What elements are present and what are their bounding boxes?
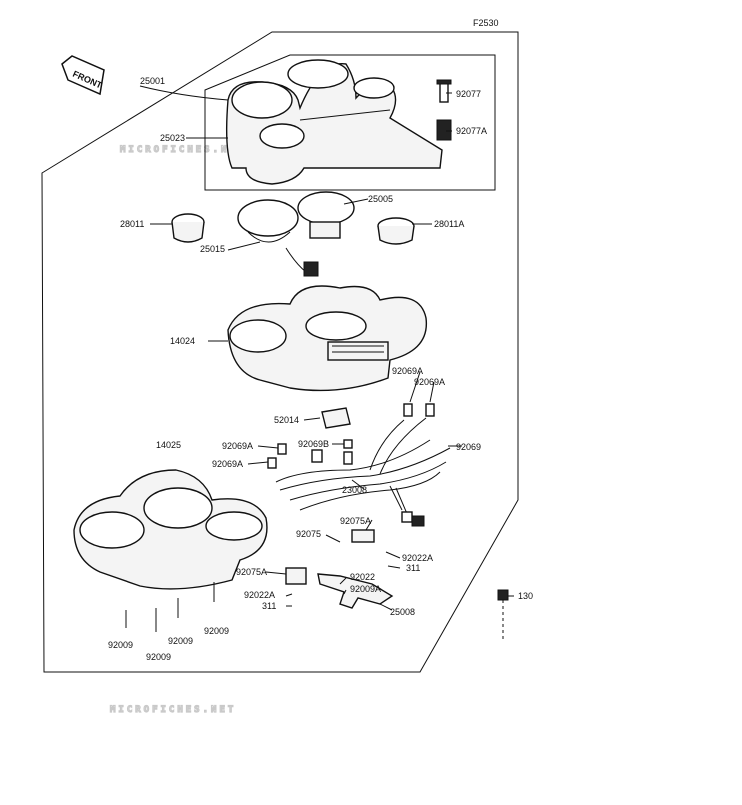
- tachometer: [297, 191, 355, 239]
- label-25001: 25001: [140, 76, 165, 86]
- label-92069A-4: 92069A: [212, 459, 243, 469]
- label-23008: 23008: [342, 485, 367, 495]
- label-28011A: 28011A: [434, 219, 464, 229]
- label-92009A: 92009A: [350, 584, 381, 594]
- meter-case-28011A: [377, 217, 415, 245]
- label-92075: 92075: [296, 529, 321, 539]
- meter-case-upper: [227, 285, 428, 392]
- gauge-connector: [285, 247, 319, 277]
- bulb-sockets: [267, 439, 353, 469]
- meter-bracket: [285, 529, 394, 609]
- label-130: 130: [518, 591, 533, 601]
- label-92009-1: 92009: [108, 640, 133, 650]
- label-25005: 25005: [368, 194, 393, 204]
- label-25023: 25023: [160, 133, 185, 143]
- label-14025: 14025: [156, 440, 181, 450]
- screw-92077: [436, 79, 452, 103]
- label-14024: 14024: [170, 336, 195, 346]
- label-92022: 92022: [350, 572, 375, 582]
- label-52014: 52014: [274, 415, 299, 425]
- figure-code: F2530: [473, 18, 499, 28]
- label-28011: 28011: [120, 219, 144, 229]
- label-92009-2: 92009: [146, 652, 171, 662]
- speedometer: [237, 199, 299, 243]
- label-92069: 92069: [456, 442, 481, 452]
- label-311-1: 311: [406, 563, 420, 573]
- assembly-outline: [41, 31, 519, 673]
- meter-case-28011: [171, 213, 205, 243]
- screws-92009: [125, 582, 215, 632]
- label-92022A-1: 92022A: [402, 553, 433, 563]
- label-92009-3: 92009: [168, 636, 193, 646]
- front-arrow-icon: FRONT: [61, 55, 105, 96]
- watermark-bottom: MICROFICHES.NET: [110, 705, 236, 715]
- label-92077: 92077: [456, 89, 481, 99]
- grommet-92077A: [436, 119, 452, 141]
- meter-case-lower: [73, 469, 268, 590]
- wiring-harness: [275, 403, 451, 527]
- label-25015: 25015: [200, 244, 225, 254]
- label-92009-4: 92009: [204, 626, 229, 636]
- label-92069B: 92069B: [298, 439, 329, 449]
- label-92069A-3: 92069A: [222, 441, 253, 451]
- bolt-130: [497, 589, 509, 640]
- label-25008: 25008: [390, 607, 415, 617]
- label-311-2: 311: [262, 601, 276, 611]
- indicator-switch: [321, 407, 351, 429]
- label-92075A-2: 92075A: [236, 567, 267, 577]
- label-92077A: 92077A: [456, 126, 487, 136]
- label-92075A-1: 92075A: [340, 516, 371, 526]
- label-92069A-2: 92069A: [414, 377, 445, 387]
- cover-box: [204, 54, 496, 191]
- label-92069A-1: 92069A: [392, 366, 423, 376]
- label-92022A-2: 92022A: [244, 590, 275, 600]
- meter-cover: [225, 59, 443, 185]
- watermark-top: MICROFICHES.NET: [120, 145, 246, 155]
